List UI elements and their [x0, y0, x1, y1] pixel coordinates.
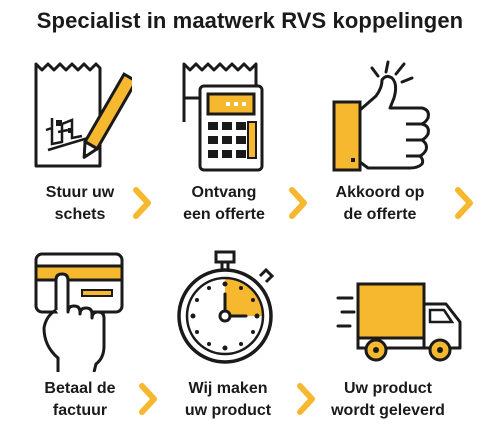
page-title: Specialist in maatwerk RVS koppelingen [36, 8, 464, 33]
delivery-truck-icon [336, 282, 462, 362]
step-label-pay-invoice: Betaal de factuur [44, 380, 116, 419]
chevron-right-icon [133, 187, 151, 219]
card-payment-icon [34, 252, 124, 372]
thumbs-up-icon [332, 60, 430, 172]
step-label-receive-quote: Ontvang een offerte [183, 184, 265, 223]
chevron-right-icon [289, 187, 307, 219]
sketch-pencil-icon [34, 62, 132, 168]
chevron-right-icon [455, 187, 473, 219]
chevron-right-icon [297, 383, 315, 415]
step-label-product-delivered: Uw product wordt geleverd [331, 380, 445, 419]
chevron-right-icon [139, 383, 157, 415]
step-label-we-make-product: Wij maken uw product [184, 380, 272, 419]
calculator-receipt-icon [182, 62, 264, 172]
stopwatch-icon [177, 250, 275, 364]
step-label-send-sketch: Stuur uw schets [45, 184, 115, 223]
step-label-approve-quote: Akkoord op de offerte [335, 184, 425, 223]
